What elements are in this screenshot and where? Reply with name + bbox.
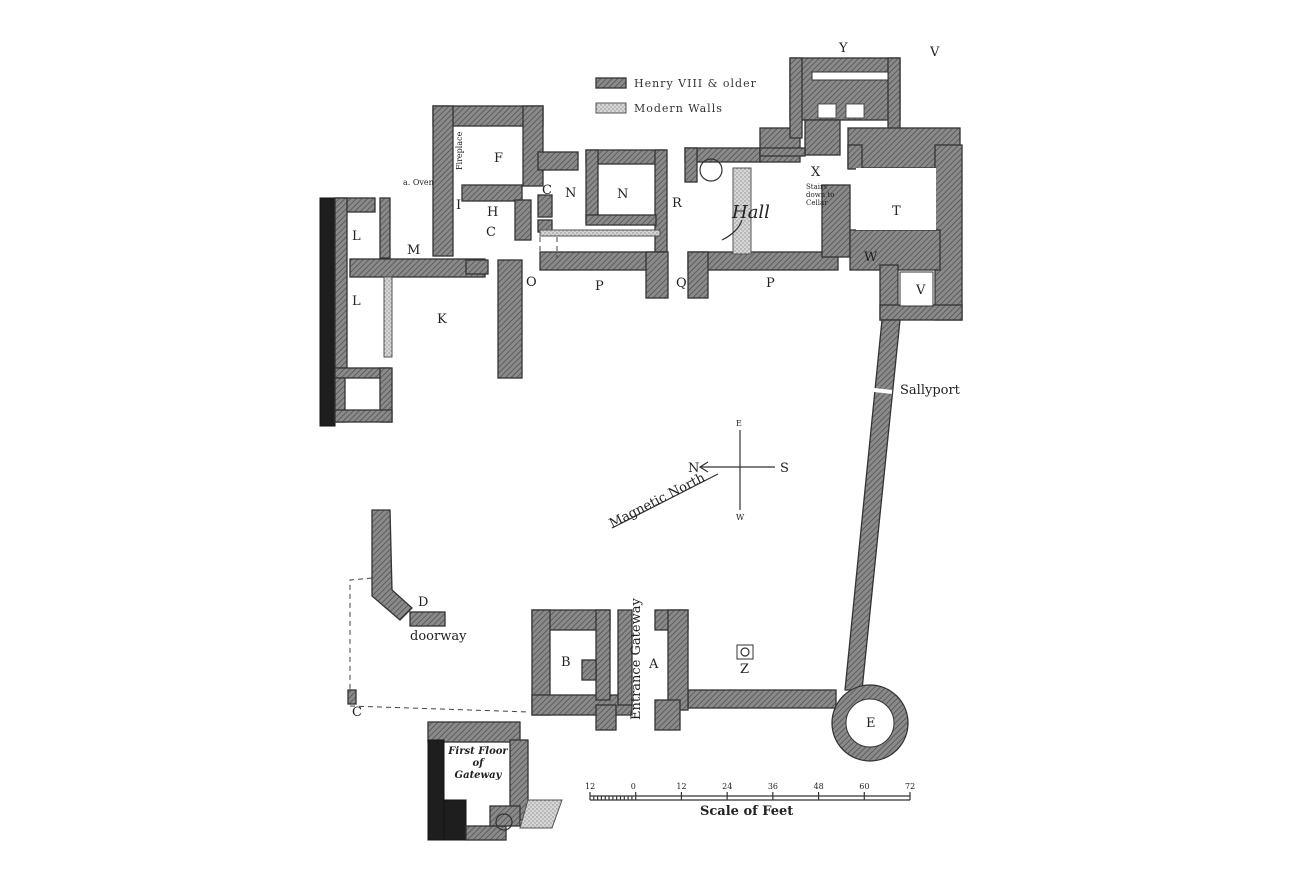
- label-k: K: [437, 312, 447, 327]
- label-p1: P: [595, 279, 604, 294]
- label-z: Z: [740, 662, 749, 677]
- sheet-number: V: [929, 45, 940, 60]
- label-hall: Hall: [731, 202, 770, 223]
- first-floor-gateway: [427, 721, 563, 841]
- label-n1: N: [565, 186, 576, 201]
- room-labels: V Y X T V W F H I C C N N R Hall L L M K…: [352, 41, 961, 781]
- legend: Henry VIII & older Modern Walls: [595, 77, 757, 115]
- label-a: A: [648, 657, 659, 672]
- label-o: O: [526, 275, 537, 290]
- compass-w: W: [736, 513, 745, 522]
- label-r: R: [672, 196, 683, 211]
- hall-walls: [684, 127, 851, 299]
- scale-bar: Scale of Feet 12 0 12 24 36 48 60 72: [585, 782, 915, 819]
- scale-tick-label: 72: [905, 782, 915, 791]
- scale-tick-label: 0: [631, 782, 636, 791]
- scale-tick-label: 24: [722, 782, 732, 791]
- label-stairs-cellar: Stairs down to Cellar: [806, 183, 834, 207]
- label-m: M: [407, 243, 420, 258]
- label-l2: L: [352, 294, 361, 309]
- magnetic-north-label: Magnetic North: [607, 470, 708, 531]
- gateway-walls: [531, 609, 754, 731]
- label-c1: C: [542, 183, 552, 198]
- label-l1: L: [352, 229, 361, 244]
- label-x: X: [811, 165, 821, 180]
- west-range-walls: [319, 105, 544, 427]
- label-v: V: [915, 283, 926, 298]
- label-e: E: [866, 716, 876, 731]
- label-b: B: [561, 655, 571, 670]
- label-h: H: [487, 205, 498, 220]
- scale-tick-label: 12: [676, 782, 686, 791]
- wall-x: [759, 147, 806, 157]
- label-w: W: [864, 250, 878, 265]
- label-q: Q: [676, 276, 687, 291]
- legend-swatch-old: [595, 77, 627, 89]
- label-i: I: [456, 198, 461, 213]
- legend-label-modern: Modern Walls: [634, 102, 723, 115]
- legend-swatch-modern: [595, 102, 627, 114]
- label-oven: a. Oven: [403, 178, 434, 187]
- sw-ruins: [347, 509, 531, 713]
- label-fireplace: Fireplace: [455, 131, 464, 170]
- scale-tick-label: 12: [585, 782, 595, 791]
- scale-tick-label: 48: [814, 782, 824, 791]
- label-y: Y: [838, 41, 848, 56]
- scale-tick-label: 36: [768, 782, 778, 791]
- label-n2: N: [617, 187, 628, 202]
- label-first-floor: First Floor of Gateway: [448, 746, 507, 781]
- compass-s: S: [780, 461, 789, 476]
- compass-e: E: [736, 419, 742, 428]
- scale-tick-label: 60: [859, 782, 869, 791]
- legend-label-old: Henry VIII & older: [634, 77, 757, 90]
- label-sallyport: Sallyport: [900, 383, 961, 398]
- n-rooms-walls: [537, 149, 669, 299]
- compass-rose: N S E W Magnetic North: [607, 419, 789, 532]
- label-doorway: doorway: [410, 629, 467, 644]
- label-entrance-gateway: Entrance Gateway: [629, 598, 644, 720]
- label-d: D: [418, 595, 428, 610]
- label-f: F: [494, 151, 503, 166]
- east-curtain-wall: [687, 319, 909, 762]
- label-p2: P: [766, 276, 775, 291]
- label-t: T: [892, 204, 901, 219]
- label-c2: C: [486, 225, 496, 240]
- compass-n: N: [688, 461, 699, 476]
- ne-tower-walls: [789, 57, 963, 321]
- label-c3: C: [352, 705, 362, 720]
- scale-title: Scale of Feet: [700, 804, 793, 819]
